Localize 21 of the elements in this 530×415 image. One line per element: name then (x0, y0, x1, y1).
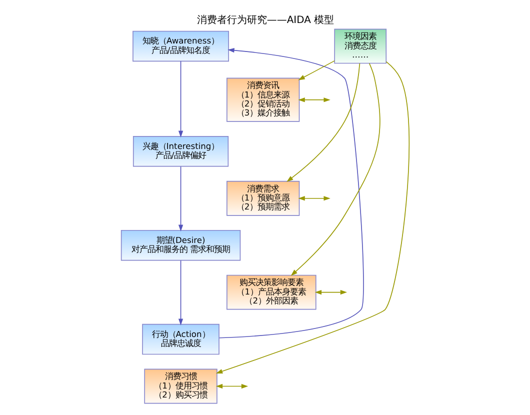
arrow (178, 60, 183, 138)
arrow (215, 384, 248, 389)
arrow (215, 61, 409, 374)
node-box: 消费资讯 （1）信息来源 （2）促销活动 （3）媒介接触 (226, 78, 300, 122)
arrow (178, 260, 183, 326)
diagram-title: 消费者行为研究——AIDA 模型 (196, 15, 334, 26)
node-box: 消费习惯 （1）使用习惯 （2）购买习惯 (144, 368, 217, 404)
arrow (178, 166, 183, 232)
arrow (286, 63, 360, 182)
node-box: 知晓（Awareness） 产品/品牌知名度 (132, 30, 228, 62)
node-box: 兴趣（Interesting） 产品/品牌偏好 (132, 136, 228, 167)
arrow (290, 63, 380, 276)
node-box: 消费需求 （1）预购意愿 （2）预期需求 (226, 180, 300, 216)
node-box: 购买决策影响要素 （1）产品本身要素 （2）外部因素 (226, 274, 316, 310)
node-box: 行动（Action） 品牌忠诚度 (142, 324, 219, 355)
node-box: 环境因素 消费态度 …… (334, 28, 386, 64)
arrow (298, 98, 330, 102)
arrow (298, 196, 330, 201)
node-box: 期望(Desire) 对产品和服务的 需求和预期 (120, 230, 240, 261)
arrow (298, 60, 334, 80)
arrow (314, 290, 347, 295)
